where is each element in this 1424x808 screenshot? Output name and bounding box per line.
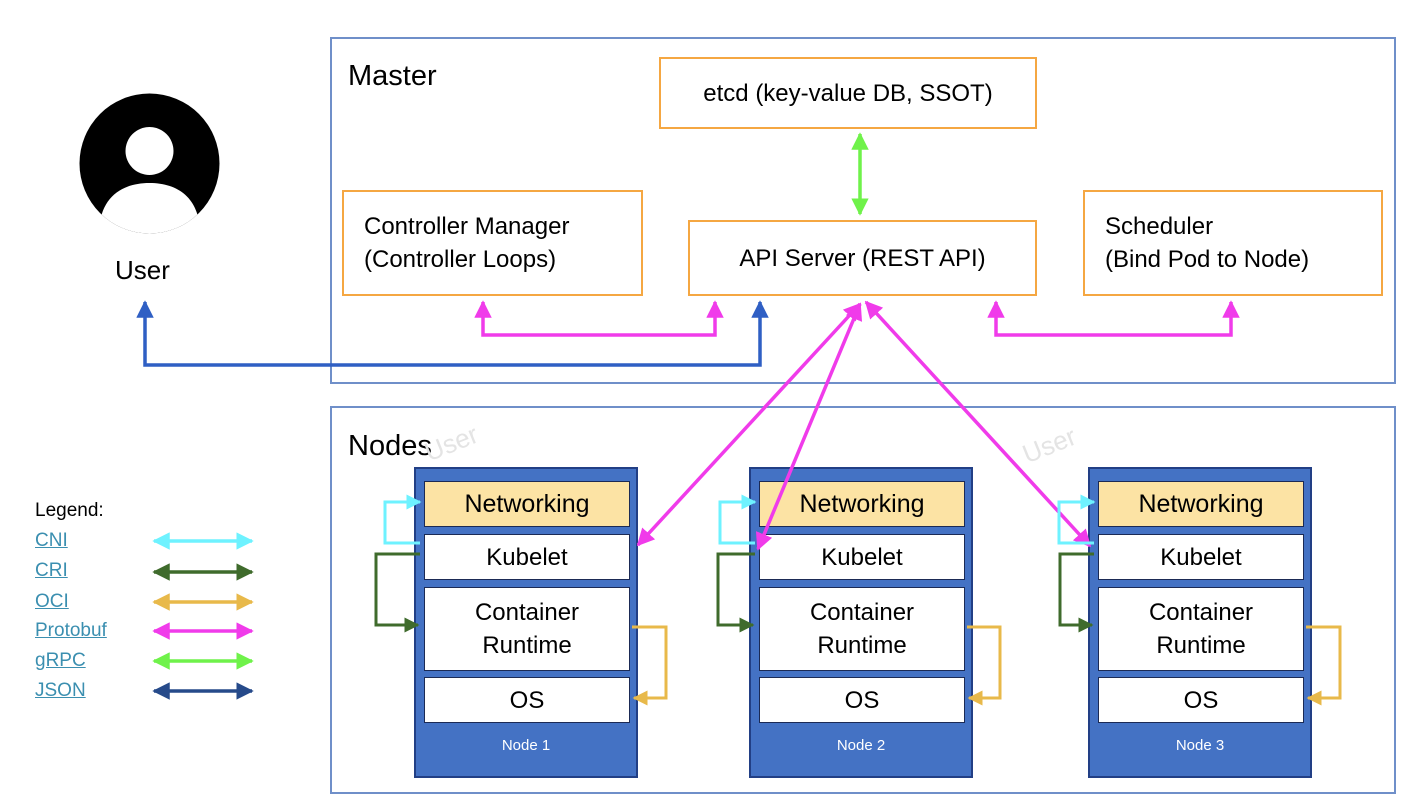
etcd-box: etcd (key-value DB, SSOT): [659, 57, 1037, 129]
os-layer: OS: [1098, 677, 1304, 723]
controller-manager-subtitle: (Controller Loops): [364, 246, 557, 273]
container-runtime-layer: Container Runtime: [759, 587, 965, 671]
controller-api-arrow: [474, 300, 724, 337]
networking-layer: Networking: [424, 481, 630, 527]
user-avatar-icon: [79, 93, 220, 234]
os-layer: OS: [759, 677, 965, 723]
os-label: OS: [844, 686, 880, 714]
node-1-cni-arrow: [383, 494, 422, 545]
api-kubelet-2-arrow: [755, 302, 863, 551]
user-label: User: [115, 255, 170, 285]
networking-label: Networking: [464, 489, 590, 518]
node-3-cri-arrow: [1058, 552, 1094, 633]
scheduler-box: Scheduler (Bind Pod to Node): [1083, 190, 1383, 296]
legend-item-grpc[interactable]: gRPC: [35, 650, 86, 671]
nodes-panel: [330, 406, 1396, 794]
kubelet-layer: Kubelet: [424, 534, 630, 580]
legend-title: Legend:: [35, 500, 104, 521]
networking-layer: Networking: [1098, 481, 1304, 527]
api-server-box: API Server (REST API): [688, 220, 1037, 296]
container-runtime-layer: Container Runtime: [1098, 587, 1304, 671]
os-layer: OS: [424, 677, 630, 723]
api-server-label: API Server (REST API): [739, 244, 986, 272]
kubelet-label: Kubelet: [1160, 543, 1242, 571]
node-3-oci-arrow: [1306, 625, 1342, 706]
node-label: Node 2: [836, 737, 886, 754]
container-runtime-label: Runtime: [1156, 632, 1246, 659]
container-runtime-layer: Container Runtime: [424, 587, 630, 671]
container-runtime-label: Container: [1148, 599, 1254, 626]
nodes-title: Nodes: [348, 430, 432, 462]
node-3-cni-arrow: [1057, 494, 1096, 545]
legend-item-json[interactable]: JSON: [35, 680, 86, 701]
container-runtime-label: Container: [809, 599, 915, 626]
kubelet-layer: Kubelet: [1098, 534, 1304, 580]
scheduler-title: Scheduler: [1105, 213, 1214, 240]
etcd-label: etcd (key-value DB, SSOT): [703, 79, 993, 107]
master-title: Master: [348, 60, 437, 92]
node-2-oci-arrow: [967, 625, 1002, 706]
os-label: OS: [509, 686, 545, 714]
container-runtime-label: Container: [474, 599, 580, 626]
scheduler-subtitle: (Bind Pod to Node): [1105, 246, 1310, 273]
container-runtime-label: Runtime: [482, 632, 572, 659]
api-kubelet-3-arrow: [864, 300, 1092, 548]
api-kubelet-1-arrow: [636, 302, 862, 547]
node-2-cri-arrow: [716, 552, 755, 633]
node-label: Node 3: [1175, 737, 1225, 754]
legend-item-cri[interactable]: CRI: [35, 560, 68, 581]
node-3: Networking Kubelet Container Runtime OS …: [1088, 467, 1312, 778]
node-2-cni-arrow: [718, 494, 757, 545]
legend-item-protobuf[interactable]: Protobuf: [35, 620, 107, 641]
node-label: Node 1: [501, 737, 551, 754]
master-panel: [330, 37, 1396, 384]
legend-item-oci[interactable]: OCI: [35, 591, 69, 612]
scheduler-api-arrow: [987, 300, 1240, 337]
controller-manager-box: Controller Manager (Controller Loops): [342, 190, 643, 296]
node-1-oci-arrow: [632, 625, 668, 706]
container-runtime-label: Runtime: [817, 632, 907, 659]
node-1-cri-arrow: [374, 552, 420, 633]
networking-label: Networking: [1138, 489, 1264, 518]
os-label: OS: [1183, 686, 1219, 714]
kubelet-label: Kubelet: [486, 543, 568, 571]
legend-item-cni[interactable]: CNI: [35, 530, 68, 551]
node-1: Networking Kubelet Container Runtime OS …: [414, 467, 638, 778]
controller-manager-title: Controller Manager: [364, 213, 570, 240]
